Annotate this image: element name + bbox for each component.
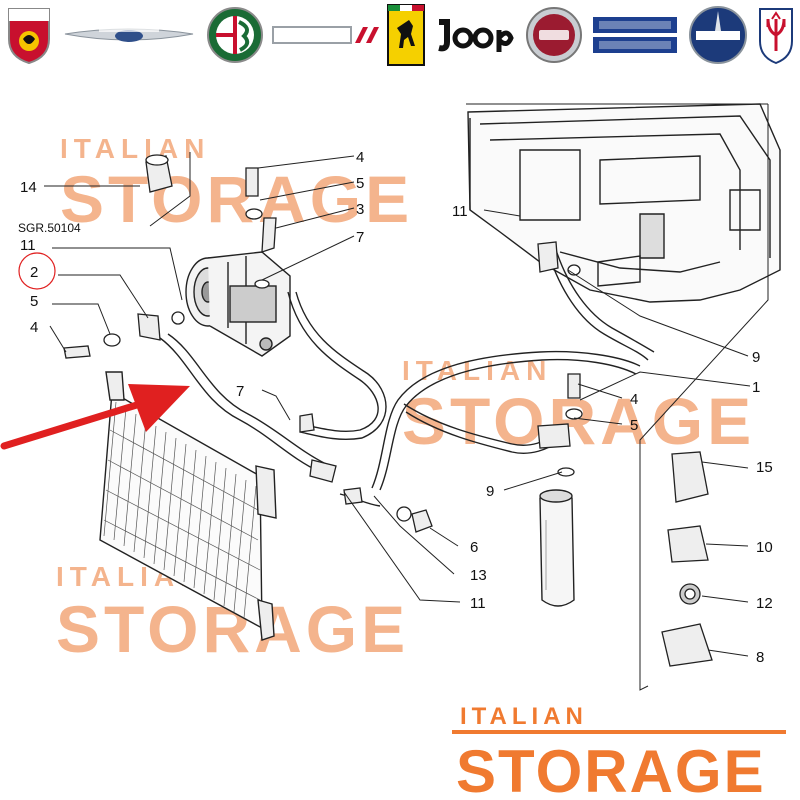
part-code-label: SGR.50104: [18, 221, 81, 235]
abarth-logo-icon: [4, 2, 54, 68]
watermark-line1: ITALIAN: [60, 133, 210, 164]
compressor-icon: [185, 251, 291, 357]
callout-label: 3: [356, 201, 364, 218]
callout-label: 5: [630, 417, 638, 434]
callout-label: 1: [752, 379, 760, 396]
leader-lines: [44, 155, 751, 657]
condenser-icon: [99, 371, 277, 641]
callout-label: 12: [756, 595, 773, 612]
callout-label: 13: [470, 567, 487, 584]
ac-system-exploded-diagram: ITALIAN STORAGE ITALIAN STORAGE ITALIAN …: [0, 103, 781, 691]
watermark-line2: STORAGE: [60, 162, 413, 236]
callout-label: 11: [452, 203, 468, 220]
callout-label: 14: [20, 179, 37, 196]
callout-label: 11: [470, 595, 486, 612]
callout-label-highlighted: 2: [30, 264, 38, 281]
dodge-logo-icon: [270, 2, 382, 68]
footer-logo-line2: STORAGE: [456, 738, 766, 798]
callout-label: 4: [30, 319, 38, 336]
ferrari-logo-icon: [386, 2, 426, 68]
callout-label: 7: [356, 229, 364, 246]
lancia-logo-icon: [686, 2, 750, 68]
callout-label: 4: [630, 391, 638, 408]
jeep-logo-icon: [430, 2, 516, 68]
callout-label: 15: [756, 459, 773, 476]
callout-label: 4: [356, 149, 364, 166]
chrysler-logo-icon: [62, 2, 196, 68]
callout-label: 7: [236, 383, 244, 400]
bracket-lines: [149, 103, 769, 691]
callout-label: 5: [356, 175, 364, 192]
red-pointer-arrow-icon: [0, 384, 190, 450]
callout-label: 9: [752, 349, 760, 366]
callout-label: 5: [30, 293, 38, 310]
callout-label: 9: [486, 483, 494, 500]
callout-label: 6: [470, 539, 478, 556]
callout-label: 8: [756, 649, 764, 666]
fiat-logo-icon: [524, 2, 584, 68]
magneti-marelli-logo-icon: [588, 2, 682, 68]
callout-label: 10: [756, 539, 773, 556]
evaporator-housing-icon: [467, 103, 781, 303]
callout-label: 11: [20, 237, 36, 254]
maserati-logo-icon: [754, 2, 798, 68]
receiver-drier-icon: [539, 489, 575, 607]
brand-logo-bar: [0, 0, 800, 72]
callout-labels: 14 SGR.50104 11 2 5 4 4 5 3 7 7 11 9 1 4…: [18, 149, 773, 666]
footer-logo-line1: ITALIAN: [460, 703, 588, 730]
alfa-romeo-logo-icon: [204, 2, 266, 68]
italian-storage-logo: ITALIAN STORAGE: [452, 703, 786, 798]
highlight-circle: [18, 252, 56, 290]
fitting-parts-icon: [63, 154, 713, 667]
